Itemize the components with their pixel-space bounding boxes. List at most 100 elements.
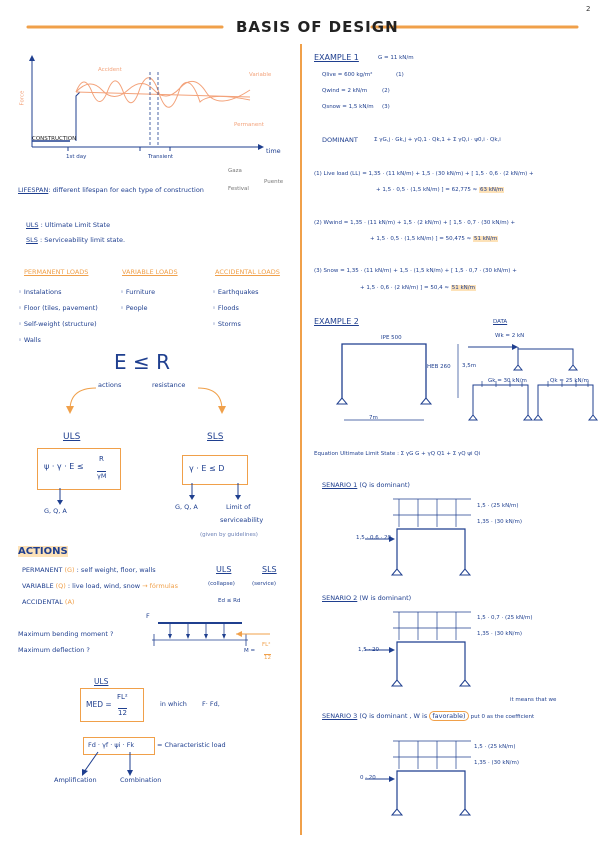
tag-gaza: Gaza [228, 168, 242, 174]
s3-left: 0 · 20 [360, 775, 376, 781]
ex2-span: 7m [369, 415, 378, 421]
fd-amp: Amplification [54, 776, 97, 784]
ex2-h: 3,5m [462, 363, 477, 369]
tag-festival: Festival [228, 186, 249, 192]
beam-q1: Maximum bending moment ? [18, 630, 114, 638]
s1-r1: 1,5 · (25 kN/m) [477, 503, 519, 509]
lifespan-text: : different lifespan for each type of co… [48, 186, 204, 194]
sls-limit2: serviceability [220, 516, 264, 524]
graph-accident: Accident [98, 67, 122, 73]
s1-r2: 1,35 · (30 kN/m) [477, 519, 523, 525]
accidental-loads-list: ◦ Earthquakes ◦ Floods ◦ Storms [212, 284, 258, 332]
uls-box-title: ULS [63, 432, 81, 442]
s3-means: it means that we [510, 697, 557, 703]
lifespan-line: LIFESPAN: different lifespan for each ty… [18, 186, 204, 194]
actions-variable-line: VARIABLE (Q) : live load, wind, snow → f… [22, 582, 179, 590]
graph-first-day: 1st day [66, 154, 87, 160]
s1-frame [365, 498, 472, 576]
variable-loads-title: VARIABLE LOADS [122, 268, 178, 276]
lifespan-label: LIFESPAN [18, 186, 49, 194]
permanent-loads-list: ◦ Instalations ◦ Floor (tiles, pavement)… [18, 284, 118, 348]
fd-box [83, 737, 155, 755]
ex2-frame [335, 343, 459, 421]
ex1-l2b: + 1,5 · 0,5 · (1,5 kN/m) ] = 50,475 ≈ 51… [370, 236, 499, 242]
s2-header: SENARIO 2 (W is dominant) [322, 594, 411, 602]
variable-loads-list: ◦ Furniture ◦ People [120, 284, 155, 316]
ex1-dominant: DOMINANT [322, 136, 358, 144]
actions-permanent-line: PERMANENT (G) : self weight, floor, wall… [22, 566, 156, 574]
s1-left: 1,5 · 0,6 · 20 [356, 535, 391, 541]
s2-r1: 1,5 · 0,7 · (25 kN/m) [477, 615, 533, 621]
actions-title: ACTIONS [18, 546, 68, 557]
ex1-title: EXAMPLE 1 [314, 53, 359, 62]
med-den: 12 [118, 708, 127, 717]
er-arrows [66, 387, 226, 414]
actions-word: actions [98, 381, 122, 389]
uls-num: R [99, 455, 104, 463]
ex1-qsnow-n: (3) [382, 104, 390, 110]
ex1-qwind-n: (2) [382, 88, 390, 94]
s1-title: SENARIO 1 [322, 481, 358, 489]
beam-diagram [152, 622, 248, 646]
permanent-loads-title: PERMANENT LOADS [24, 268, 89, 276]
list-item: ◦ People [120, 304, 148, 312]
beam-m: M = [244, 648, 256, 654]
list-item: ◦ Furniture [120, 288, 156, 296]
s3-header: SENARIO 3 (Q is dominant , W is favorabl… [322, 711, 534, 721]
fd-char: = Characteristic load [157, 741, 226, 749]
list-item: ◦ Floor (tiles, pavement) [18, 304, 98, 312]
med-box [80, 688, 144, 722]
graph-transient: Transient [148, 154, 174, 160]
uls-formula-box [37, 448, 121, 490]
s2-desc: (W is dominant) [359, 594, 412, 602]
med-which: in which [160, 700, 187, 708]
beam-moment-arrow [236, 631, 270, 637]
ex1-qlive: Qlive = 600 kg/m² [322, 72, 373, 78]
s3-r2: 1,35 · (30 kN/m) [474, 760, 520, 766]
title-rules [26, 25, 579, 835]
resistance-word: resistance [152, 381, 186, 389]
s3-frame [365, 740, 472, 816]
fd-formula: Fd · γf · ψi · Fk [88, 741, 135, 749]
sls-arrows [189, 483, 241, 500]
ex1-qlive-n: (1) [396, 72, 404, 78]
actions-uls: ULS [216, 565, 232, 574]
s3-desc: (Q is dominant , W is [359, 712, 428, 720]
s2-title: SENARIO 2 [322, 594, 358, 602]
sls-limit: Limit of [226, 503, 251, 511]
ex1-qwind: Qwind = 2 kN/m [322, 88, 368, 94]
ex1-l1a: (1) Live load (LL) = 1,35 · (11 kN/m) + … [314, 171, 534, 177]
graph-permanent: Permanent [234, 122, 264, 128]
graph-construction: CONSTRUCTION [32, 136, 77, 142]
tag-puente: Puente [264, 179, 284, 185]
ex1-l2-result: 51 kN/m [473, 236, 499, 242]
s3-fav: favorable) [429, 711, 469, 721]
s2-frame [365, 611, 472, 687]
sls-def-text: : Serviceability limit state. [39, 236, 126, 244]
uls-definition: ULS : Ultimate Limit State [26, 221, 110, 229]
s1-desc: (Q is dominant) [359, 481, 410, 489]
ex2-title: EXAMPLE 2 [314, 317, 359, 326]
graph-y-label: Force [19, 90, 26, 106]
actions-accidental-line: ACCIDENTAL (A) [22, 598, 75, 606]
graph-variable: Variable [249, 72, 272, 78]
s1-header: SENARIO 1 (Q is dominant) [322, 481, 410, 489]
page-number: 2 [586, 5, 591, 13]
med-title: ULS [94, 677, 109, 686]
beam-frac-den: 12 [264, 654, 271, 661]
fd-arrows [82, 751, 133, 776]
sls-out: G, Q, A [175, 503, 198, 511]
uls-abbr: ULS [26, 221, 39, 229]
ex2-data: DATA [493, 319, 508, 325]
sls-formula-box [182, 455, 248, 485]
uls-def-text: : Ultimate Limit State [40, 221, 111, 229]
ex1-l2a: (2) Wwind = 1,35 · (11 kN/m) + 1,5 · (2 … [314, 220, 516, 226]
ex1-l3b: + 1,5 · 0,6 · (2 kN/m) ] = 50,4 ≈ 51 kN/… [360, 285, 477, 291]
ex1-l3a: (3) Snow = 1,35 · (11 kN/m) + 1,5 · (1,5… [314, 268, 517, 274]
list-item: ◦ Walls [18, 336, 41, 344]
eq-uls-line: Equation Ultimate Limit State : Σ γG G +… [314, 451, 481, 457]
e-le-r-formula: E ≤ R [114, 350, 171, 374]
list-item: ◦ Instalations [18, 288, 62, 296]
sls-formula: γ · E ≤ D [189, 464, 225, 473]
s3-r1: 1,5 · (25 kN/m) [474, 744, 516, 750]
